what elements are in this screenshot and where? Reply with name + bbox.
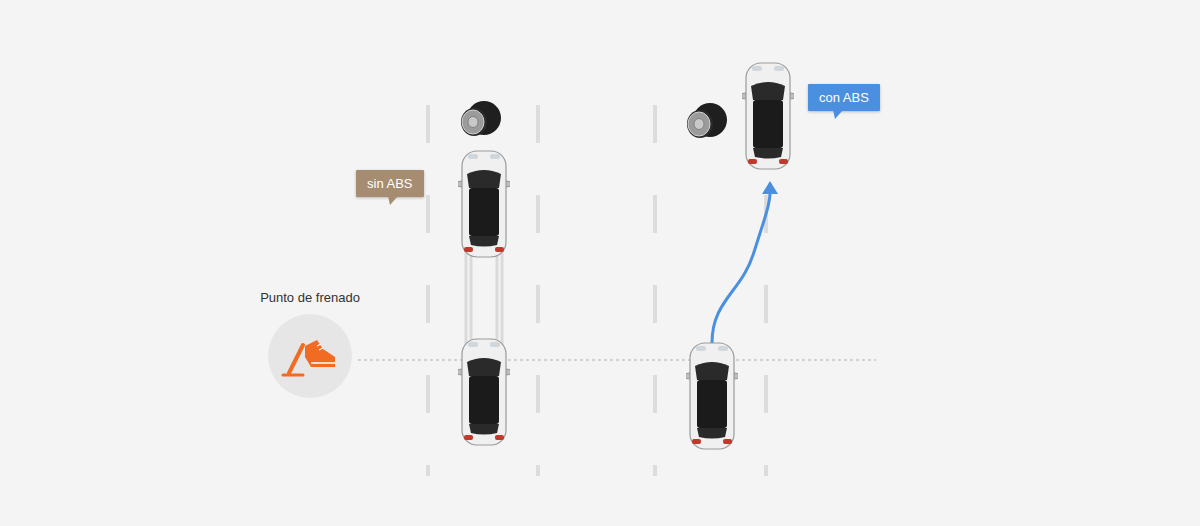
skid-mark [501, 250, 504, 345]
callout-label: sin ABS [367, 176, 413, 191]
callout-tail-shape [833, 110, 843, 119]
shoe-sole [311, 362, 335, 364]
callout-label: con ABS [819, 90, 869, 105]
lane-line [426, 105, 430, 476]
car-left-start [457, 339, 511, 445]
callout-tail [833, 110, 847, 120]
car-right-start [685, 343, 739, 449]
lane-line [653, 105, 657, 476]
callout-tail-shape [388, 196, 398, 205]
arrow-head [762, 181, 778, 194]
callout-sin-abs: sin ABS [356, 170, 424, 197]
icon-circle [268, 314, 352, 398]
pedal-base [283, 374, 303, 377]
pedal-arm [289, 345, 303, 373]
lane-line [536, 105, 540, 476]
shoe-laces [317, 344, 323, 350]
braking-point-label: Punto de frenado [254, 290, 366, 305]
lane-dashes [428, 105, 766, 476]
brake-pedal-icon [267, 313, 353, 399]
braking-point: Punto de frenado [254, 290, 366, 399]
shoe [305, 340, 335, 367]
skid-mark [496, 250, 499, 345]
callout-tail [388, 196, 402, 206]
skid-marks [466, 250, 502, 345]
tyre-obstacle [687, 103, 727, 138]
skid-mark [465, 250, 468, 345]
car-right-avoided [741, 63, 795, 169]
skid-mark [470, 250, 473, 345]
steering-path [712, 192, 770, 343]
braking-line [358, 360, 876, 361]
callout-con-abs: con ABS [808, 84, 880, 111]
car-left-stopped [457, 151, 511, 257]
tyre-obstacle [461, 101, 501, 136]
